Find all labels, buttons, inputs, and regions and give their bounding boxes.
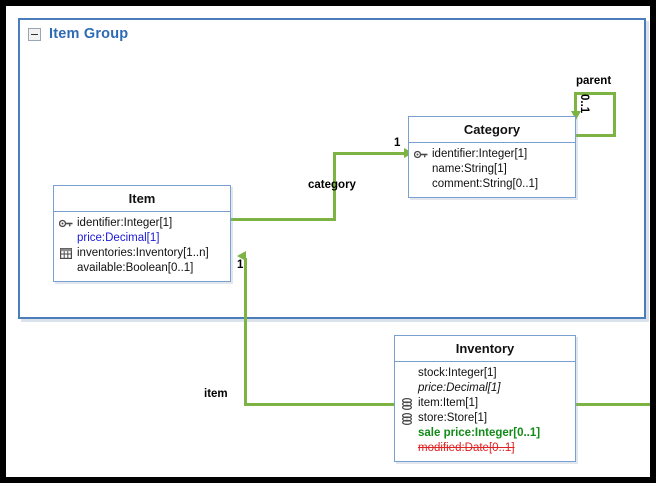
attribute-row[interactable]: comment:String[0..1]: [413, 177, 571, 192]
connector-item-segment-v: [244, 258, 247, 406]
attribute-text: name:String[1]: [432, 163, 507, 175]
no-icon: [413, 163, 429, 176]
uml-class-category-title: Category: [409, 117, 575, 143]
connector-category-segment-v: [333, 152, 336, 221]
attribute-row[interactable]: identifier:Integer[1]: [58, 216, 226, 231]
association-label-category: category: [308, 179, 356, 191]
attribute-row[interactable]: price:Decimal[1]: [399, 381, 571, 396]
attribute-text: comment:String[0..1]: [432, 178, 539, 190]
attribute-text: identifier:Integer[1]: [432, 148, 528, 160]
connector-store-stub: [576, 403, 650, 406]
uml-class-category-attributes: identifier:Integer[1] name:String[1] com…: [409, 143, 575, 197]
no-icon: [399, 442, 415, 455]
uml-class-inventory[interactable]: Inventory stock:Integer[1] price:Decimal…: [394, 335, 576, 462]
multiplicity-category: 1: [394, 137, 401, 149]
attribute-text: modified:Date[0..1]: [418, 442, 515, 454]
connector-category-segment-h2: [333, 152, 407, 155]
no-icon: [399, 427, 415, 440]
attribute-row[interactable]: store:Store[1]: [399, 411, 571, 426]
connector-parent-segment-h2: [574, 92, 616, 95]
connector-parent-segment-v-right: [613, 92, 616, 137]
connector-item-segment-h: [244, 403, 396, 406]
table-icon: [58, 247, 74, 260]
uml-class-inventory-attributes: stock:Integer[1] price:Decimal[1] item:I…: [395, 362, 575, 461]
attribute-text: sale price:Integer[0..1]: [418, 427, 541, 439]
key-icon: [58, 217, 74, 230]
attribute-row[interactable]: price:Decimal[1]: [58, 231, 226, 246]
association-label-parent: parent: [576, 75, 612, 87]
item-group-title: Item Group: [49, 26, 129, 42]
connector-parent-segment-h1: [576, 134, 616, 137]
attribute-row[interactable]: inventories:Inventory[1..n]: [58, 246, 226, 261]
attribute-row[interactable]: sale price:Integer[0..1]: [399, 426, 571, 441]
uml-class-item-title: Item: [54, 186, 230, 212]
arrowhead-parent: [571, 111, 581, 120]
item-group-header: Item Group: [28, 26, 128, 42]
attribute-text: stock:Integer[1]: [418, 367, 497, 379]
attribute-text: item:Item[1]: [418, 397, 479, 409]
multiplicity-parent: 0..1: [578, 94, 590, 114]
no-icon: [399, 367, 415, 380]
attribute-row[interactable]: available:Boolean[0..1]: [58, 261, 226, 276]
uml-class-item[interactable]: Item identifier:Integer[1] price:Decimal…: [53, 185, 231, 282]
no-icon: [399, 382, 415, 395]
connector-category-segment-h1: [231, 218, 336, 221]
link-icon: [399, 412, 415, 425]
minus-box-icon[interactable]: [28, 27, 41, 41]
uml-class-item-attributes: identifier:Integer[1] price:Decimal[1] i: [54, 212, 230, 281]
link-icon: [399, 397, 415, 410]
association-label-item: item: [204, 388, 228, 400]
attribute-text: price:Decimal[1]: [418, 382, 501, 394]
attribute-row[interactable]: modified:Date[0..1]: [399, 441, 571, 456]
uml-class-inventory-title: Inventory: [395, 336, 575, 362]
connector-parent-segment-v-left: [574, 92, 577, 114]
no-icon: [58, 232, 74, 245]
attribute-text: store:Store[1]: [418, 412, 488, 424]
key-icon: [413, 148, 429, 161]
attribute-text: price:Decimal[1]: [77, 232, 160, 244]
attribute-text: available:Boolean[0..1]: [77, 262, 194, 274]
multiplicity-item: 1: [237, 259, 244, 271]
arrowhead-item: [237, 251, 246, 261]
attribute-row[interactable]: item:Item[1]: [399, 396, 571, 411]
uml-class-category[interactable]: Category identifier:Integer[1] name:Stri…: [408, 116, 576, 198]
attribute-row[interactable]: name:String[1]: [413, 162, 571, 177]
attribute-row[interactable]: identifier:Integer[1]: [413, 147, 571, 162]
no-icon: [58, 262, 74, 275]
attribute-text: inventories:Inventory[1..n]: [77, 247, 209, 259]
attribute-row[interactable]: stock:Integer[1]: [399, 366, 571, 381]
attribute-text: identifier:Integer[1]: [77, 217, 173, 229]
no-icon: [413, 178, 429, 191]
